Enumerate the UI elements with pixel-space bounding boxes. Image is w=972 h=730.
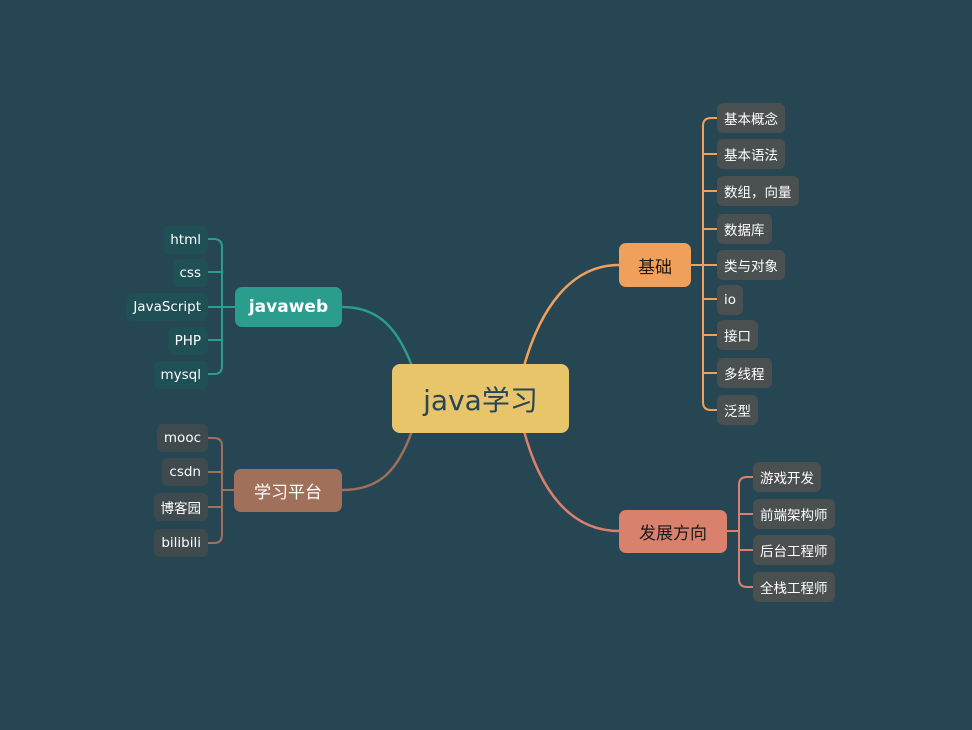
leaf-mysql[interactable]: mysql xyxy=(153,361,208,389)
leaf-javascript[interactable]: JavaScript xyxy=(126,293,208,321)
leaf-multithreading[interactable]: 多线程 xyxy=(717,358,772,388)
leaf-csdn[interactable]: csdn xyxy=(162,458,208,486)
leaf-frontend-architect[interactable]: 前端架构师 xyxy=(753,499,835,529)
leaf-basic-concepts[interactable]: 基本概念 xyxy=(717,103,785,133)
leaf-fullstack-engineer[interactable]: 全栈工程师 xyxy=(753,572,835,602)
leaf-interface[interactable]: 接口 xyxy=(717,320,758,350)
link-root-basics xyxy=(522,263,621,368)
link-root-javaweb xyxy=(340,305,414,368)
leaf-game-dev[interactable]: 游戏开发 xyxy=(753,462,821,492)
leaf-php[interactable]: PHP xyxy=(167,327,208,355)
leaf-database[interactable]: 数据库 xyxy=(717,214,772,244)
leaf-arrays-vectors[interactable]: 数组，向量 xyxy=(717,176,799,206)
leaf-classes-objects[interactable]: 类与对象 xyxy=(717,250,785,280)
leaf-css[interactable]: css xyxy=(172,259,208,287)
topic-career[interactable]: 发展方向 xyxy=(619,510,727,553)
leaf-backend-engineer[interactable]: 后台工程师 xyxy=(753,535,835,565)
topic-learning-platform[interactable]: 学习平台 xyxy=(234,469,342,512)
leaf-io[interactable]: io xyxy=(717,285,744,315)
leaf-cnblogs[interactable]: 博客园 xyxy=(153,493,208,521)
leaf-generics[interactable]: 泛型 xyxy=(717,395,758,425)
leaf-mooc[interactable]: mooc xyxy=(156,424,208,452)
topic-javaweb[interactable]: javaweb xyxy=(235,287,342,327)
link-root-platform xyxy=(340,429,414,492)
link-root-career xyxy=(522,429,621,533)
leaf-html[interactable]: html xyxy=(163,226,208,254)
root-topic[interactable]: java学习 xyxy=(392,364,569,433)
leaf-bilibili[interactable]: bilibili xyxy=(154,529,208,557)
topic-basics[interactable]: 基础 xyxy=(619,243,691,287)
leaf-basic-syntax[interactable]: 基本语法 xyxy=(717,139,785,169)
